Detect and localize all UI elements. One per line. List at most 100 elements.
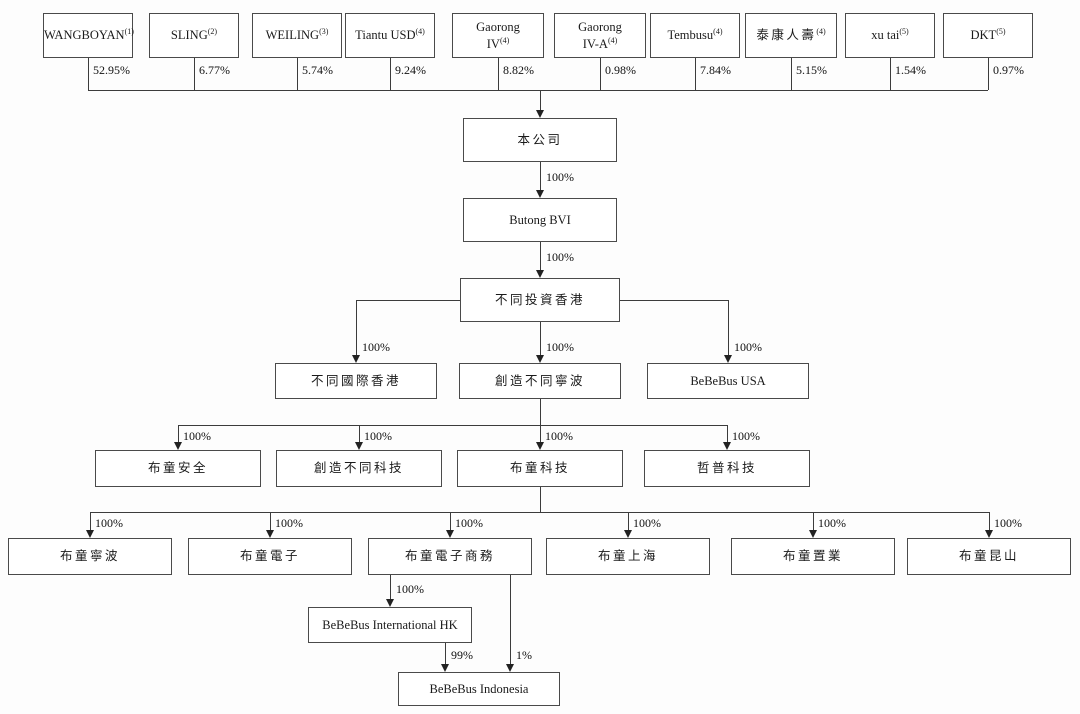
node-label: 本公司	[517, 132, 563, 147]
footnote-marker: (4)	[499, 35, 510, 45]
connector	[727, 425, 728, 442]
node-label: 哲普科技	[696, 461, 757, 476]
node-gaorong-iv: Gaorong IV(4)	[452, 13, 544, 58]
node-zhepu-tech: 哲普科技	[644, 450, 810, 487]
node-label: WANGBOYAN	[44, 28, 125, 43]
footnote-marker: (4)	[415, 27, 425, 37]
ownership-pct: 100%	[818, 516, 846, 530]
node-butong-bvi: Butong BVI	[463, 198, 617, 242]
arrow-down	[809, 530, 817, 538]
node-wangboyan: WANGBOYAN(1)	[43, 13, 134, 58]
connector	[540, 242, 541, 271]
node-butong-ningbo: 布童寧波	[8, 538, 172, 575]
node-label: 布童昆山	[958, 549, 1019, 564]
connector	[600, 58, 601, 90]
ownership-pct: 5.15%	[796, 63, 827, 77]
node-label: IV	[486, 36, 500, 51]
node-butong-international-hk: 不同國際香港	[275, 363, 437, 399]
node-label: 不同投資香港	[494, 292, 585, 307]
connector	[628, 512, 629, 530]
connector	[540, 487, 541, 512]
connector	[540, 322, 541, 355]
node-label: 泰康人壽	[756, 28, 817, 43]
bus-line	[90, 512, 989, 513]
connector	[988, 58, 989, 90]
arrow-down	[536, 270, 544, 278]
bus-line	[178, 425, 727, 426]
footnote-marker: (5)	[996, 27, 1006, 37]
connector	[297, 58, 298, 90]
node-label: Gaorong	[476, 20, 520, 35]
connector	[989, 512, 990, 530]
ownership-pct: 1.54%	[895, 63, 926, 77]
connector	[359, 425, 360, 442]
connector	[88, 58, 89, 90]
node-tiantu-usd: Tiantu USD(4)	[345, 13, 435, 58]
ownership-pct: 0.98%	[605, 63, 636, 77]
node-label: DKT	[970, 28, 997, 43]
node-label: IV-A	[582, 36, 608, 51]
arrow-down	[506, 664, 514, 672]
footnote-marker: (1)	[124, 27, 134, 37]
connector	[445, 643, 446, 664]
node-label: 布童科技	[509, 461, 570, 476]
node-butong-safety: 布童安全	[95, 450, 261, 487]
node-label: Gaorong	[578, 20, 622, 35]
ownership-pct: 100%	[396, 582, 424, 596]
connector	[356, 300, 460, 301]
connector	[390, 58, 391, 90]
node-chuangzao-butong-ningbo: 創造不同寧波	[459, 363, 621, 399]
node-label: 布童上海	[597, 549, 658, 564]
node-bebebus-international-hk: BeBeBus International HK	[308, 607, 472, 643]
arrow-down	[355, 442, 363, 450]
connector	[270, 512, 271, 530]
ownership-pct: 100%	[362, 340, 390, 354]
ownership-pct: 100%	[183, 429, 211, 443]
ownership-pct: 100%	[732, 429, 760, 443]
arrow-down	[536, 110, 544, 118]
connector	[450, 512, 451, 530]
node-xu-tai: xu tai(5)	[845, 13, 935, 58]
node-label: 布童電子商務	[404, 549, 495, 564]
arrow-down	[624, 530, 632, 538]
footnote-marker: (3)	[319, 27, 329, 37]
connector	[540, 90, 541, 111]
node-butong-ecommerce: 布童電子商務	[368, 538, 532, 575]
ownership-pct: 6.77%	[199, 63, 230, 77]
node-butong-tech: 布童科技	[457, 450, 623, 487]
connector	[620, 300, 728, 301]
ownership-pct: 100%	[95, 516, 123, 530]
ownership-pct: 8.82%	[503, 63, 534, 77]
arrow-down	[441, 664, 449, 672]
node-label: BeBeBus Indonesia	[429, 681, 529, 696]
node-label: xu tai	[871, 28, 900, 43]
node-butong-real-estate: 布童置業	[731, 538, 895, 575]
arrow-down	[174, 442, 182, 450]
arrow-down	[536, 190, 544, 198]
arrow-down	[724, 355, 732, 363]
connector	[178, 425, 179, 442]
connector	[390, 575, 391, 599]
arrow-down	[536, 355, 544, 363]
ownership-pct: 100%	[734, 340, 762, 354]
node-bebebus-indonesia: BeBeBus Indonesia	[398, 672, 560, 706]
node-label: 創造不同寧波	[494, 373, 585, 388]
node-butong-shanghai: 布童上海	[546, 538, 710, 575]
connector	[890, 58, 891, 90]
arrow-down	[86, 530, 94, 538]
footnote-marker: (5)	[899, 27, 909, 37]
footnote-marker: (4)	[816, 27, 826, 37]
ownership-pct: 100%	[455, 516, 483, 530]
node-butong-kunshan: 布童昆山	[907, 538, 1071, 575]
node-label: 不同國際香港	[310, 373, 401, 388]
bus-line	[88, 90, 988, 91]
node-label: 布童寧波	[59, 549, 120, 564]
ownership-pct: 100%	[633, 516, 661, 530]
node-tembusu: Tembusu(4)	[650, 13, 740, 58]
ownership-pct: 0.97%	[993, 63, 1024, 77]
node-label: Tiantu USD	[355, 28, 416, 43]
arrow-down	[386, 599, 394, 607]
node-bebebus-usa: BeBeBus USA	[647, 363, 809, 399]
node-label: 布童置業	[782, 549, 843, 564]
connector	[510, 575, 511, 664]
